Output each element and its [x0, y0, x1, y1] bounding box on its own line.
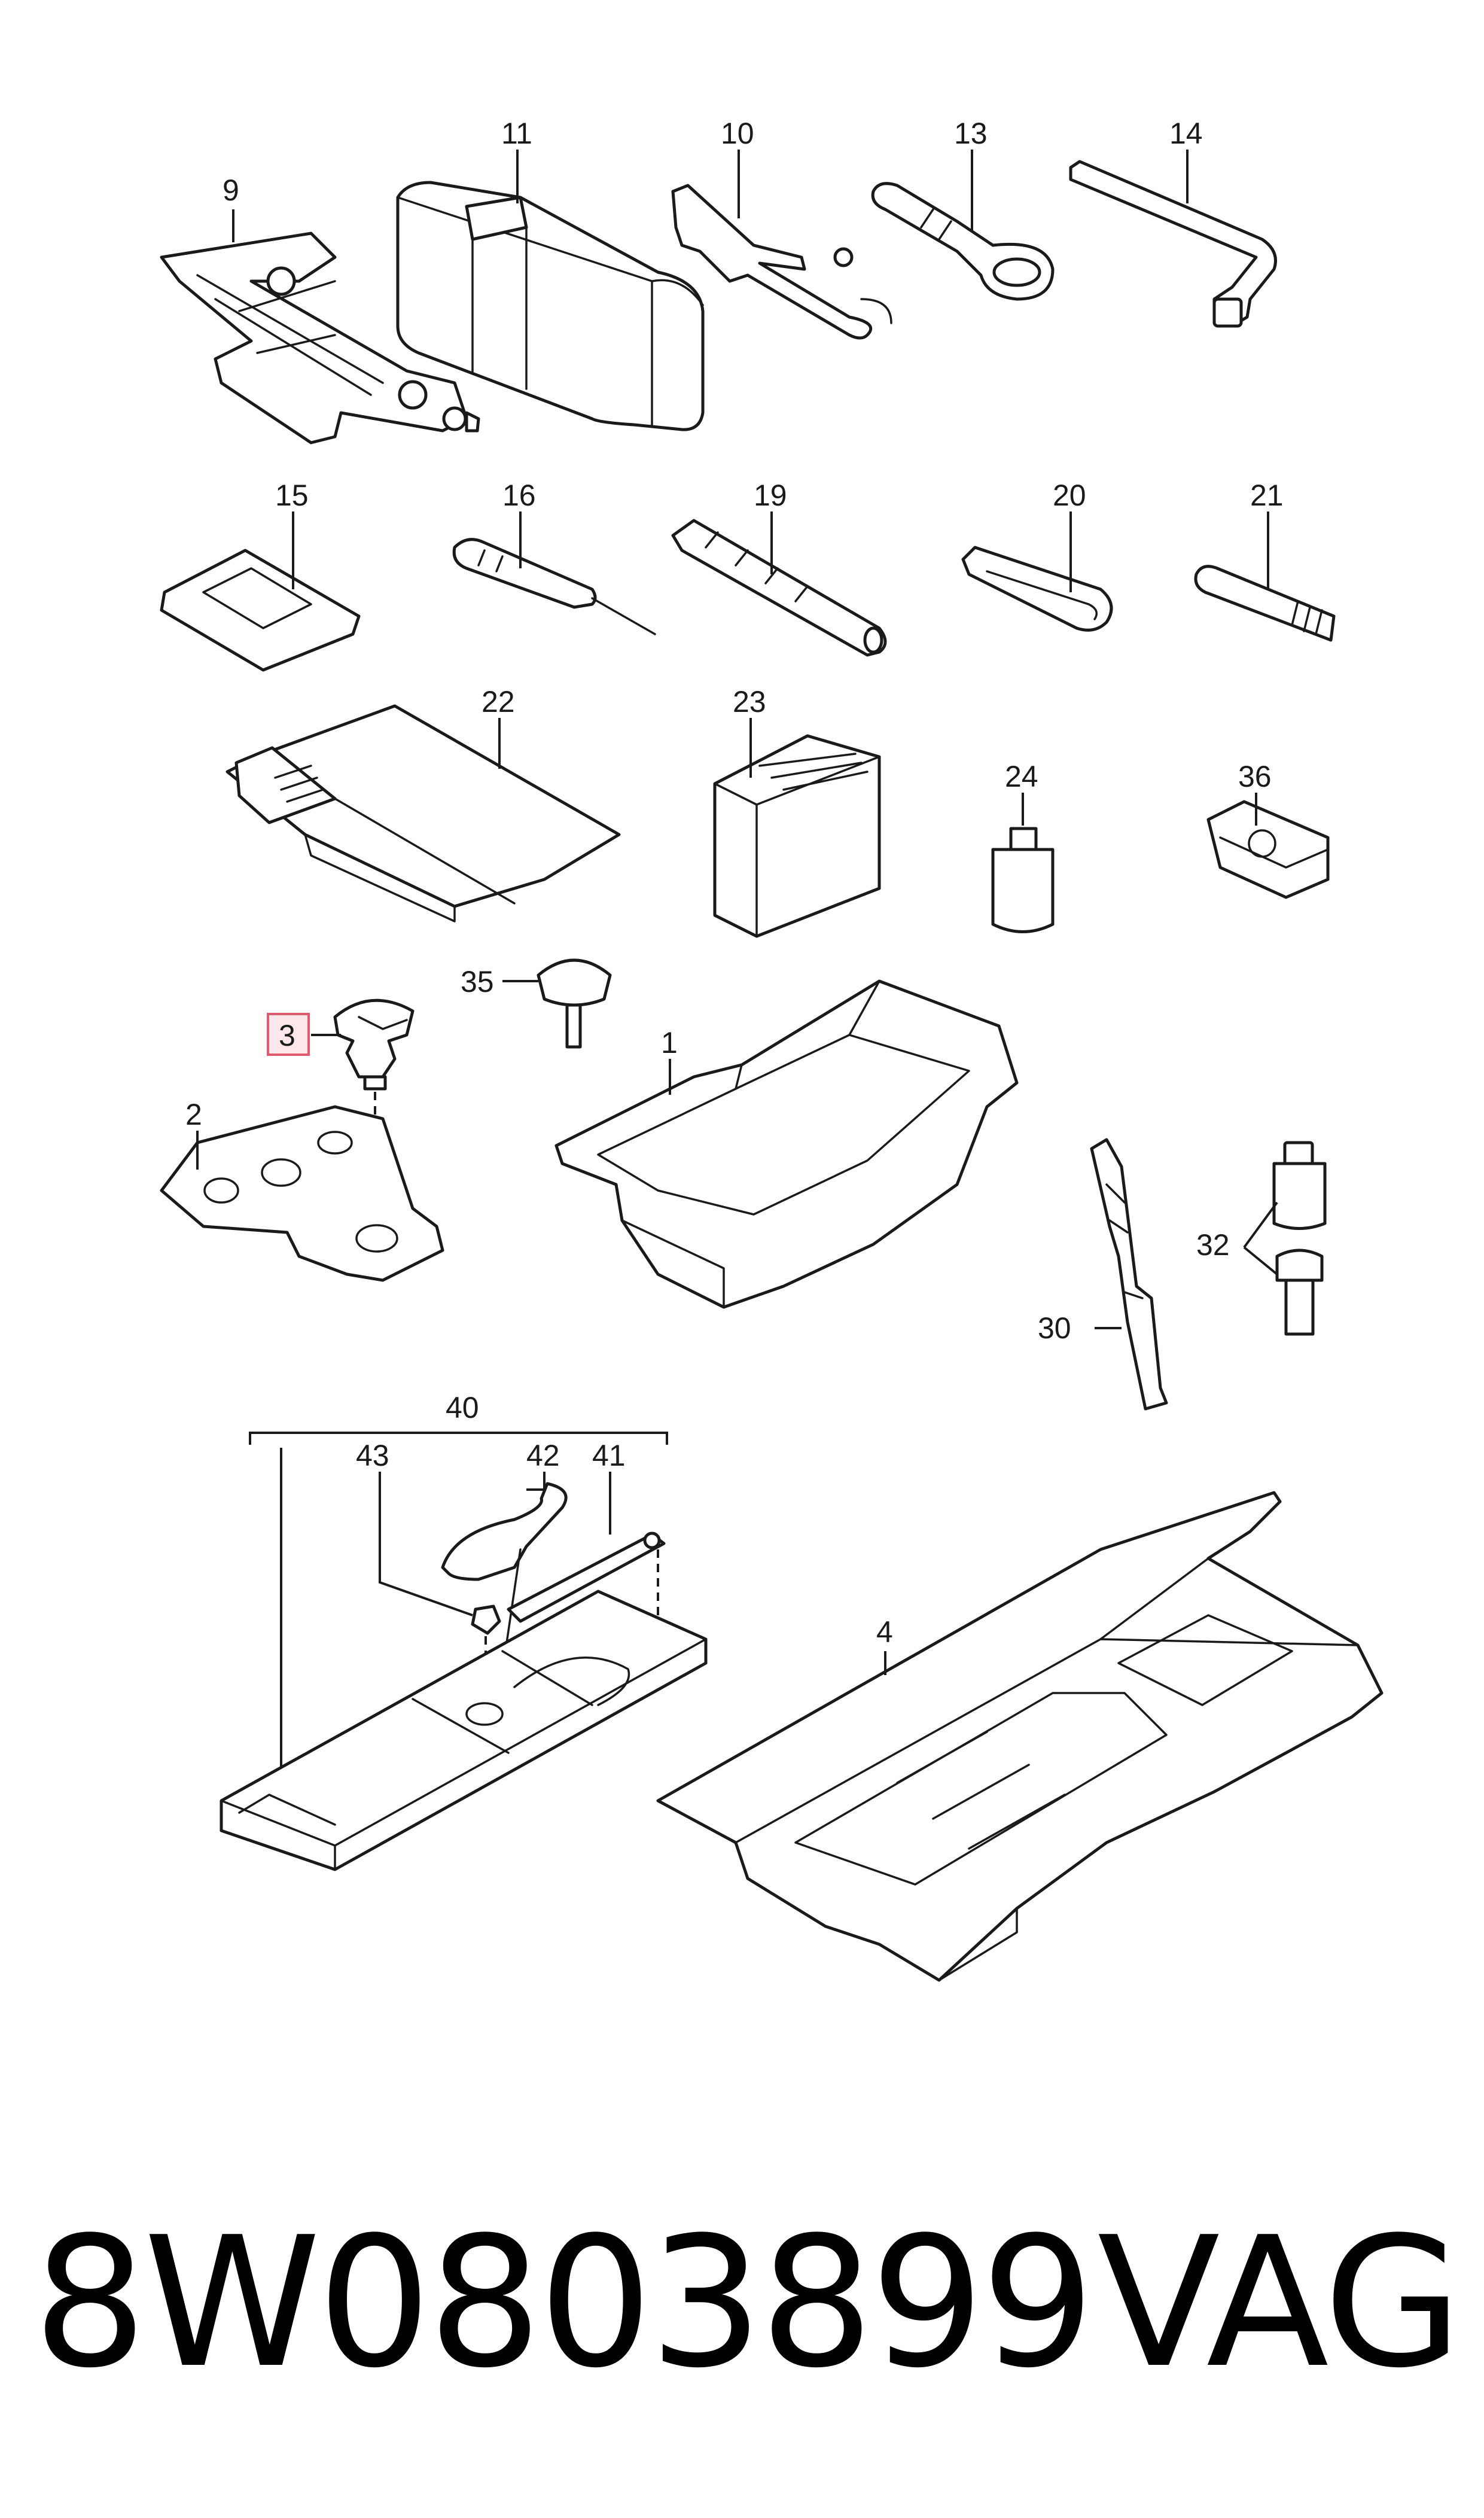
- part-plate[interactable]: [160, 549, 361, 672]
- part-hook-tool[interactable]: [671, 184, 892, 340]
- part-tool-bag[interactable]: [396, 181, 705, 431]
- part-spanner-arm[interactable]: [507, 1531, 666, 1623]
- callout-9: 9: [223, 173, 239, 207]
- part-ratchet-handle[interactable]: [871, 182, 1055, 301]
- part-bolt-pair[interactable]: [1272, 1141, 1327, 1336]
- part-manual-folder[interactable]: [226, 704, 621, 922]
- callout-19: 19: [754, 479, 787, 512]
- part-lug-wrench[interactable]: [1069, 160, 1277, 328]
- callout-24: 24: [1005, 760, 1038, 793]
- callout-30: 30: [1038, 1311, 1071, 1345]
- callout-32: 32: [1196, 1228, 1230, 1262]
- part-tube-tool[interactable]: [671, 519, 887, 657]
- brand-name: VAG: [1097, 2199, 1462, 2407]
- part-scissor-jack[interactable]: [160, 232, 480, 444]
- part-knob-bolt[interactable]: [537, 958, 612, 1049]
- part-floor-tray[interactable]: [656, 1491, 1384, 1982]
- callout-11: 11: [501, 117, 532, 150]
- callout-41: 41: [592, 1439, 626, 1472]
- part-screwdriver[interactable]: [452, 538, 656, 635]
- callout-23: 23: [733, 685, 766, 718]
- callout-4: 4: [876, 1615, 893, 1649]
- callout-40: 40: [446, 1391, 479, 1424]
- part-clip[interactable]: [961, 546, 1113, 632]
- part-box[interactable]: [713, 734, 881, 938]
- part-wheel-lock-adapter[interactable]: [1206, 800, 1330, 899]
- part-small-nut[interactable]: [471, 1604, 501, 1635]
- callout-21: 21: [1250, 479, 1284, 512]
- callout-36: 36: [1238, 760, 1272, 793]
- part-storage-tray[interactable]: [554, 979, 1019, 1309]
- part-wing-nut[interactable]: [333, 998, 415, 1091]
- callout-13: 13: [954, 117, 988, 150]
- callout-2: 2: [185, 1098, 202, 1131]
- callout-22: 22: [482, 685, 515, 718]
- highlight-box: [267, 1013, 310, 1056]
- part-bracket-strip[interactable]: [1090, 1138, 1168, 1411]
- callout-42: 42: [526, 1439, 560, 1472]
- callout-20: 20: [1053, 479, 1086, 512]
- callout-1: 1: [661, 1026, 678, 1059]
- part-pin[interactable]: [1194, 565, 1336, 642]
- callout-43: 43: [356, 1439, 389, 1472]
- callout-3[interactable]: 3: [279, 1019, 295, 1052]
- callout-35: 35: [461, 965, 494, 998]
- part-number: 8W0803899: [33, 2199, 1095, 2407]
- part-bracket-plate[interactable]: [160, 1105, 444, 1282]
- callout-10: 10: [721, 117, 754, 150]
- part-tool-tray[interactable]: [220, 1590, 708, 1871]
- part-hook-spanner[interactable]: [441, 1482, 568, 1652]
- callout-15: 15: [275, 479, 309, 512]
- part-bottle[interactable]: [991, 827, 1055, 933]
- callout-14: 14: [1169, 117, 1203, 150]
- callout-16: 16: [502, 479, 536, 512]
